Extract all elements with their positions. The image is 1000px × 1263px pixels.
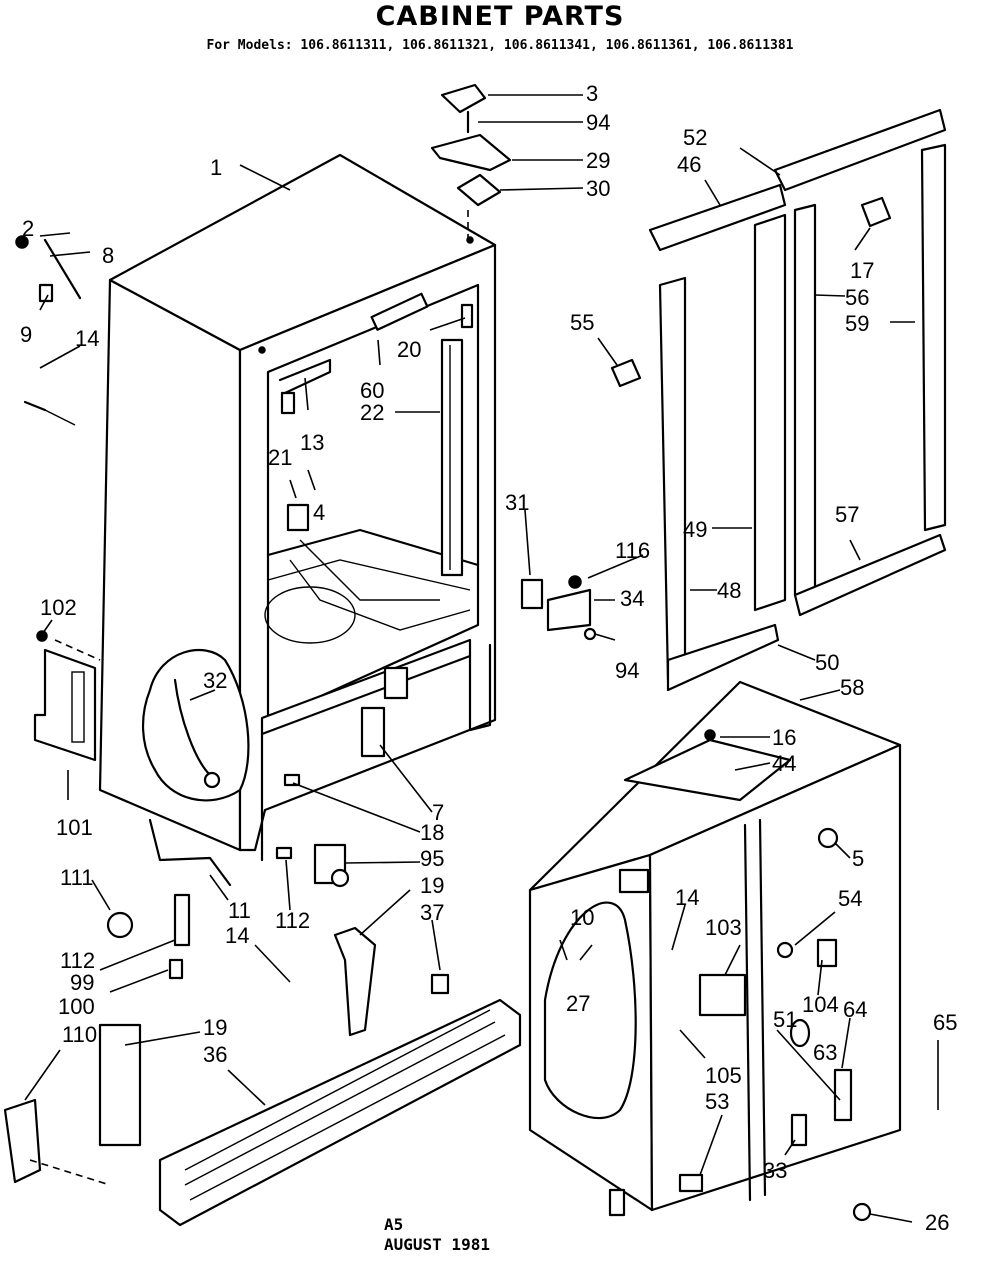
callout-21: 21 (268, 445, 292, 470)
callout-55: 55 (570, 310, 594, 335)
callout-34: 34 (620, 586, 644, 611)
small-parts-upper-right (520, 196, 892, 641)
callout-52: 52 (683, 125, 707, 150)
gasket-frame-left (648, 183, 787, 692)
callout-102: 102 (40, 595, 77, 620)
callout-19-upper: 19 (420, 873, 444, 898)
footer-code: A5 (384, 1215, 404, 1234)
callout-104: 104 (802, 992, 839, 1017)
callout-54: 54 (838, 886, 862, 911)
lower-cabinet (528, 680, 902, 1222)
callout-26: 26 (925, 1210, 949, 1235)
callout-10: 10 (570, 905, 594, 930)
callout-46: 46 (677, 152, 701, 177)
callout-99: 99 (70, 970, 94, 995)
drain-tube (148, 818, 232, 887)
callout-65: 65 (933, 1010, 957, 1035)
callout-32: 32 (203, 668, 227, 693)
callout-27: 27 (566, 991, 590, 1016)
page-title: CABINET PARTS (375, 1, 625, 32)
callout-63: 63 (813, 1040, 837, 1065)
callout-50: 50 (815, 650, 839, 675)
callout-9: 9 (20, 322, 32, 347)
cabinet-shell (98, 153, 497, 888)
callout-17: 17 (850, 258, 874, 283)
callout-112-right: 112 (275, 908, 310, 933)
callout-64: 64 (843, 997, 867, 1022)
bracket-101 (33, 630, 101, 762)
callout-59: 59 (845, 311, 869, 336)
callout-58: 58 (840, 675, 864, 700)
callout-16: 16 (772, 725, 796, 750)
callout-112-left: 112 (60, 948, 95, 973)
callout-20: 20 (397, 337, 421, 362)
callout-33: 33 (763, 1158, 787, 1183)
callout-49: 49 (683, 517, 707, 542)
callout-labels: 1 2 8 9 14 3 94 29 30 20 60 22 13 21 4 3… (20, 81, 957, 1235)
callout-101: 101 (56, 815, 93, 840)
callout-56: 56 (845, 285, 869, 310)
callout-103: 103 (705, 915, 742, 940)
callout-48: 48 (717, 578, 741, 603)
callout-18: 18 (420, 820, 444, 845)
callout-13: 13 (300, 430, 324, 455)
callout-100: 100 (58, 994, 95, 1019)
callout-14-left: 14 (75, 326, 99, 351)
callout-5: 5 (852, 846, 864, 871)
callout-11: 11 (228, 898, 251, 923)
bottom-hinge (106, 893, 450, 1037)
callout-60: 60 (360, 378, 384, 403)
callout-105: 105 (705, 1063, 742, 1088)
callout-7: 7 (432, 800, 444, 825)
toe-grille (158, 998, 522, 1227)
callout-14-right: 14 (675, 885, 699, 910)
callout-95: 95 (420, 846, 444, 871)
leader-lines (24, 94, 939, 1223)
callout-3: 3 (586, 81, 598, 106)
callout-4: 4 (313, 500, 325, 525)
callout-94-mid: 94 (615, 658, 639, 683)
callout-110: 110 (62, 1022, 97, 1047)
callout-36: 36 (203, 1042, 227, 1067)
bracket-110 (3, 1023, 142, 1186)
footer-date: AUGUST 1981 (384, 1235, 490, 1254)
callout-51: 51 (773, 1007, 797, 1032)
callout-53: 53 (705, 1089, 729, 1114)
callout-37: 37 (420, 900, 444, 925)
callout-94-top: 94 (586, 110, 610, 135)
callout-57: 57 (835, 502, 859, 527)
callout-8: 8 (102, 243, 114, 268)
callout-1: 1 (210, 155, 222, 180)
callout-44: 44 (772, 751, 796, 776)
callout-30: 30 (586, 176, 610, 201)
callout-29: 29 (586, 148, 610, 173)
gasket-frame-right (773, 108, 947, 617)
callout-14-mid: 14 (225, 923, 249, 948)
callout-111: 111 (60, 865, 93, 890)
callout-116: 116 (615, 538, 650, 563)
callout-2: 2 (22, 216, 34, 241)
left-hardware (15, 235, 82, 426)
callout-19-lower: 19 (203, 1015, 227, 1040)
top-hinge-assembly (430, 83, 512, 245)
callout-22: 22 (360, 400, 384, 425)
models-line: For Models: 106.8611311, 106.8611321, 10… (206, 38, 794, 53)
callout-31: 31 (505, 490, 529, 515)
